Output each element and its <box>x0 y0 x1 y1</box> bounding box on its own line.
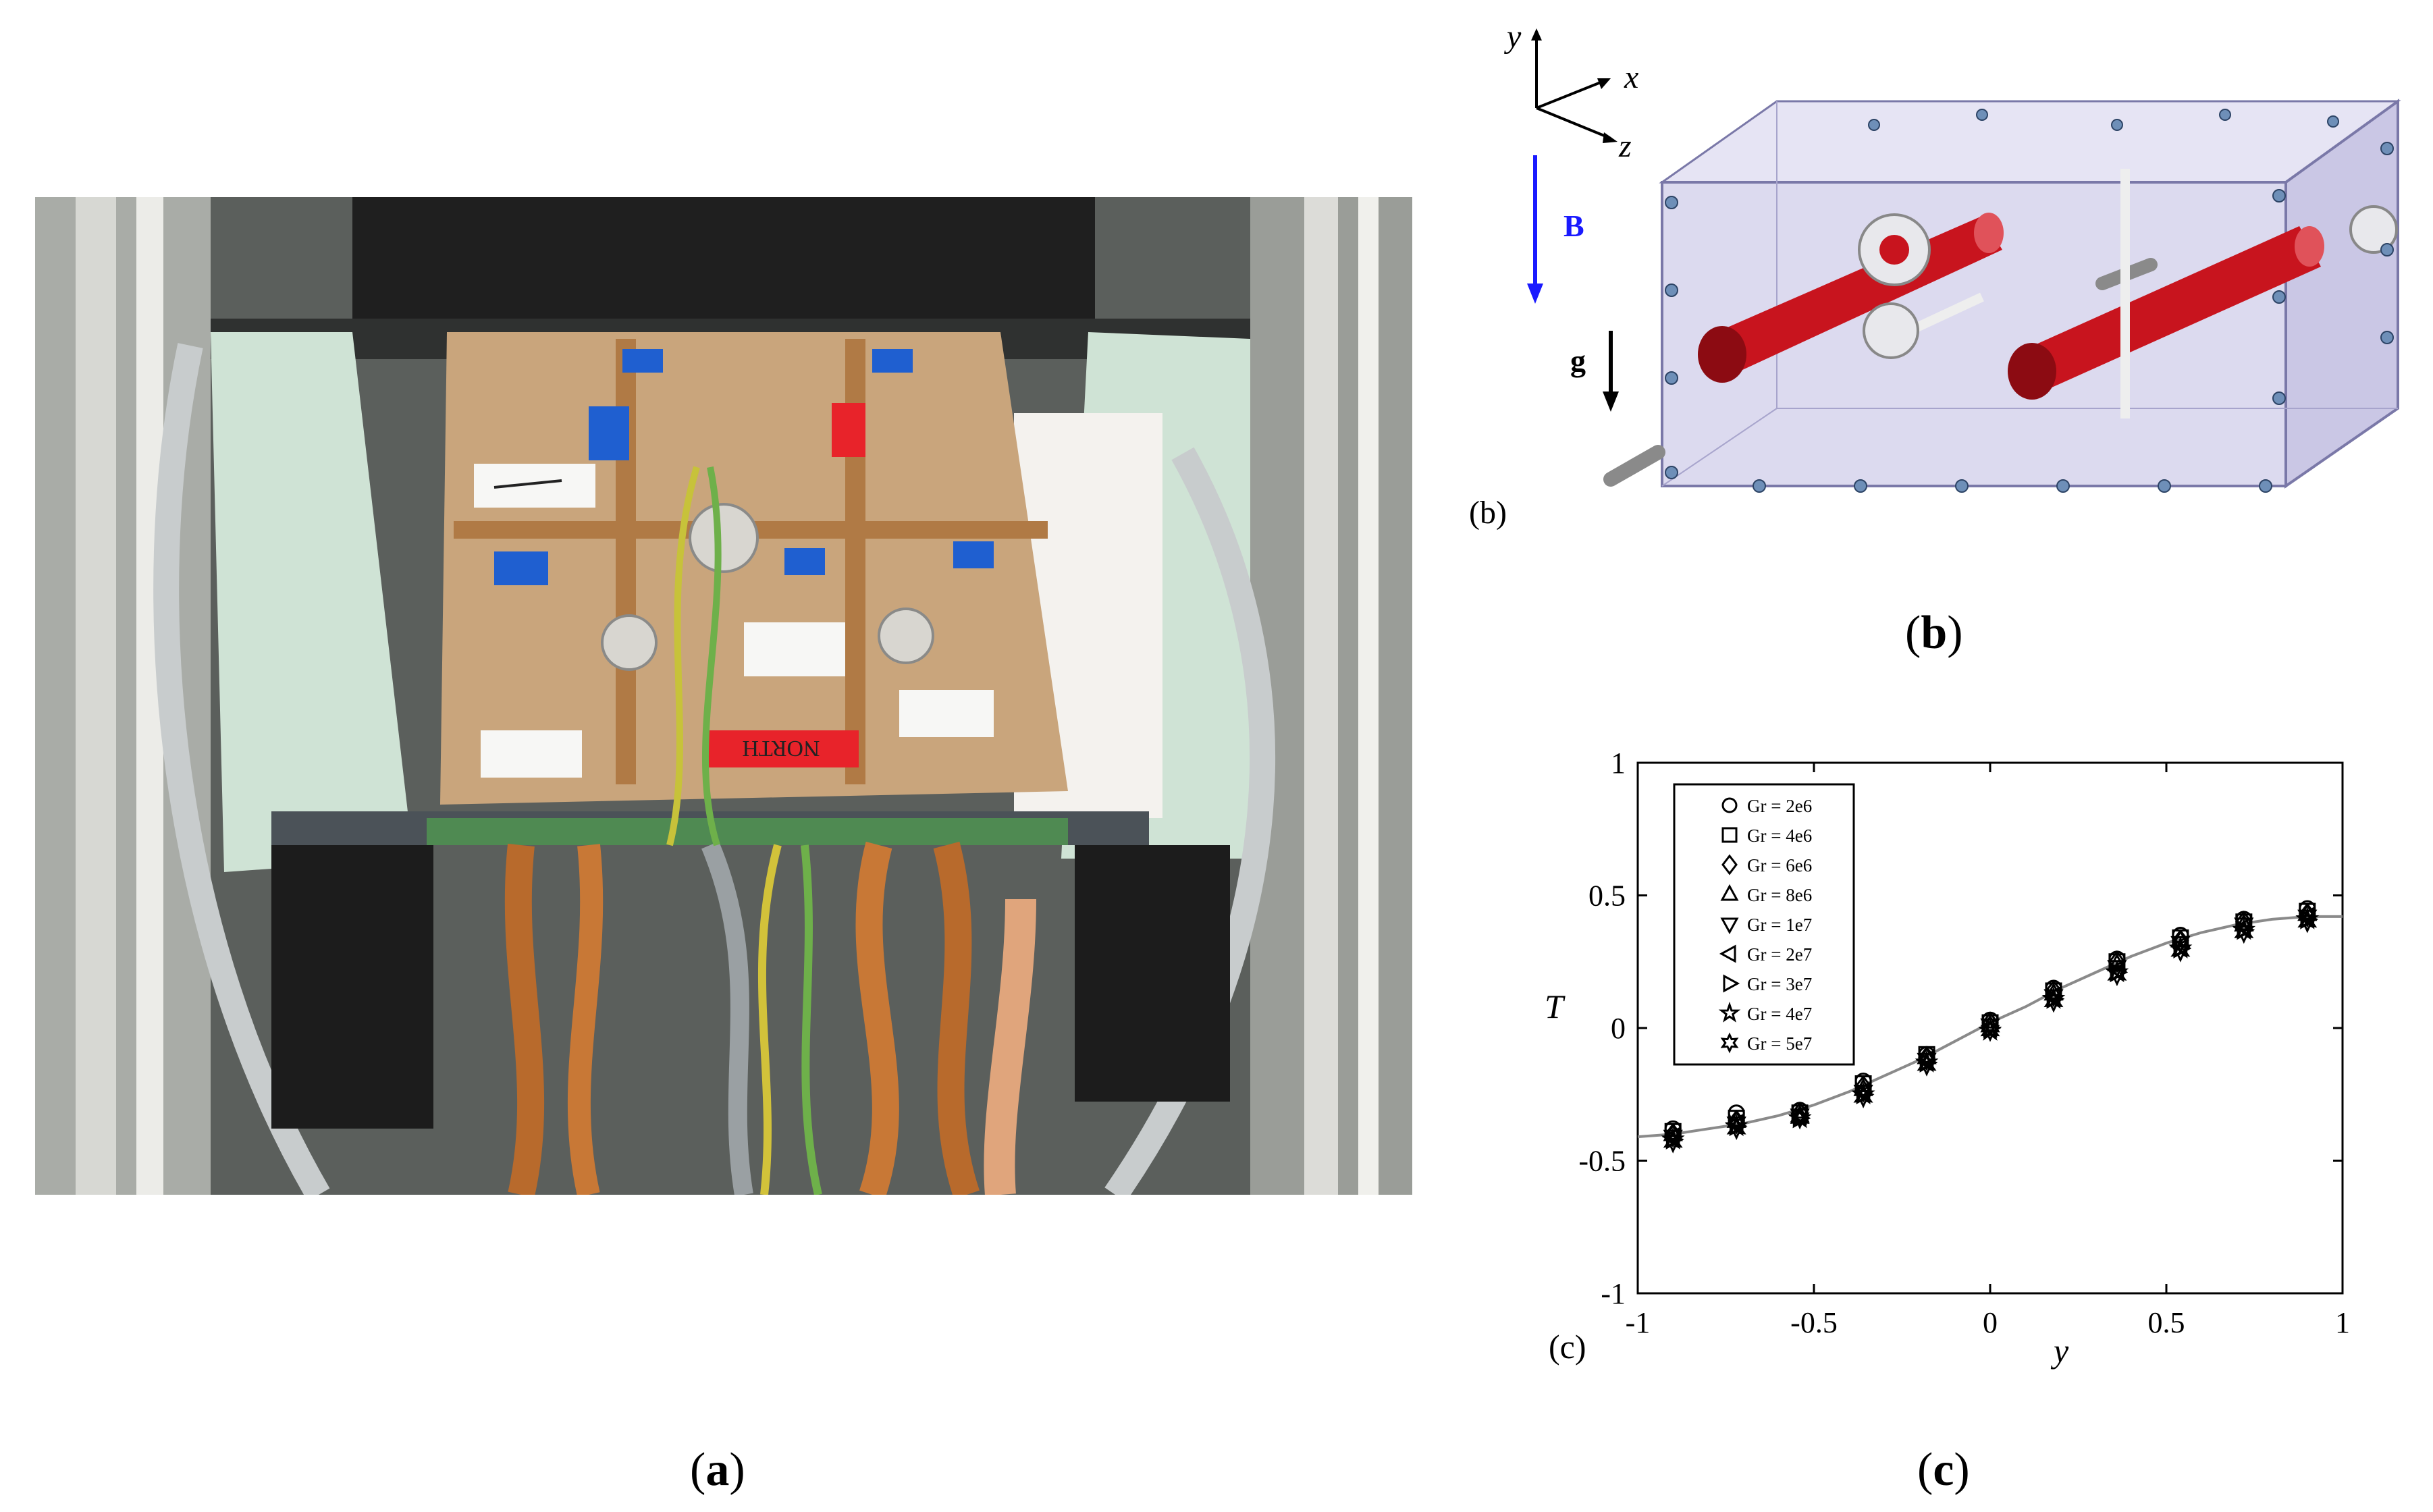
caption-a: (a) <box>690 1444 745 1496</box>
y-axis-label: T <box>1545 988 1566 1025</box>
legend-entry: Gr = 2e7 <box>1747 944 1812 965</box>
legend-marker-triangle-up <box>1720 884 1739 901</box>
gravity-arrow: g <box>1570 331 1619 412</box>
legend-marker-star5 <box>1718 1001 1741 1023</box>
legend-marker-square <box>1721 827 1738 843</box>
y-tick-label: 1 <box>1611 747 1626 780</box>
data-point-star6 <box>2170 940 2191 963</box>
legend-entry: Gr = 4e6 <box>1747 826 1812 846</box>
legend-entry: Gr = 6e6 <box>1747 855 1812 875</box>
data-point-star5 <box>2105 960 2129 983</box>
inner-label-c: (c) <box>1549 1328 1586 1366</box>
axis-label-z: z <box>1618 128 1632 164</box>
x-tick-label: 1 <box>2335 1306 2350 1339</box>
x-axis-label: y <box>2050 1332 2069 1370</box>
data-point-diamond <box>2108 950 2126 973</box>
enclosure-box <box>1659 99 2401 489</box>
data-point-star5 <box>1915 1050 1939 1073</box>
axes-triad: y x z <box>1503 19 1638 164</box>
data-point-star5 <box>2232 917 2256 940</box>
legend-marker-triangle-down <box>1720 917 1739 935</box>
data-point-star6 <box>1726 1117 1746 1141</box>
pcb-strip <box>427 818 1068 845</box>
data-point-star5 <box>1851 1081 1875 1105</box>
y-tick-label: -1 <box>1601 1277 1626 1310</box>
x-tick-label: -1 <box>1626 1306 1651 1339</box>
legend-entry: Gr = 2e6 <box>1747 796 1812 816</box>
legend-entry: Gr = 1e7 <box>1747 915 1812 935</box>
caption-b: (b) <box>1905 607 1963 659</box>
data-point-star6 <box>2297 911 2318 934</box>
legend-entry: Gr = 3e7 <box>1747 974 1812 994</box>
legend-marker-diamond <box>1721 854 1738 875</box>
data-point-triangle-up <box>1980 1014 2000 1033</box>
cad-panel-b: y x z B g <box>1469 14 2428 547</box>
data-point-star6 <box>1790 1106 1810 1130</box>
x-tick-label: -0.5 <box>1790 1306 1838 1339</box>
magnetic-field-arrow: B <box>1527 155 1584 304</box>
legend: Gr = 2e6 Gr = 4e6 Gr = 6e6 Gr = 8e6 Gr = 1e7… <box>1673 783 1855 1066</box>
legend-entry: Gr = 5e7 <box>1747 1033 1812 1054</box>
legend-entry: Gr = 4e7 <box>1747 1004 1812 1024</box>
data-point-star6 <box>1853 1085 1873 1108</box>
y-tick-label: 0 <box>1611 1012 1626 1045</box>
inner-label-b: (b) <box>1469 495 1507 531</box>
gravity-label: g <box>1570 344 1586 378</box>
data-point-star5 <box>2295 907 2320 929</box>
field-label: B <box>1563 209 1584 243</box>
data-point-star5 <box>1661 1127 1685 1150</box>
y-ticks: 1 0.5 0 -0.5 -1 <box>1578 747 2343 1310</box>
legend-marker-circle <box>1721 797 1738 813</box>
legend-marker-triangle-right <box>1723 974 1740 993</box>
x-tick-label: 0 <box>1983 1306 1998 1339</box>
x-ticks: -1 -0.5 0 0.5 1 <box>1626 763 2350 1339</box>
axis-label-y: y <box>1503 19 1522 55</box>
caption-c: (c) <box>1917 1444 1970 1496</box>
data-point-star6 <box>2234 921 2254 944</box>
left-foam <box>211 332 413 872</box>
data-point-star5 <box>1724 1114 1748 1137</box>
temperature-profile-chart: 1 0.5 0 -0.5 -1 -1 -0.5 0 0.5 1 Gr = 2e6 Gr = 4e6… <box>1545 747 2350 1370</box>
north-tag <box>703 730 859 767</box>
legend-box <box>1673 783 1855 1066</box>
axis-label-x: x <box>1624 59 1638 95</box>
y-tick-label: 0.5 <box>1588 880 1626 913</box>
legend-marker-triangle-left <box>1719 944 1736 963</box>
photo-illustration: NORTH <box>35 197 1412 1202</box>
data-point-star5 <box>2041 986 2066 1009</box>
data-point-star6 <box>2043 990 2064 1013</box>
north-tag-text: NORTH <box>742 736 820 761</box>
legend-marker-star6 <box>1720 1032 1739 1054</box>
legend-entry: Gr = 8e6 <box>1747 885 1812 905</box>
data-markers <box>1661 900 2320 1154</box>
data-point-star6 <box>1663 1131 1683 1154</box>
top-foam-block <box>352 197 1095 319</box>
data-point-star6 <box>2107 963 2127 987</box>
data-point-star6 <box>1980 1019 2000 1042</box>
data-point-star5 <box>2168 936 2193 959</box>
photo-panel-a: NORTH <box>35 197 1412 1202</box>
y-tick-label: -0.5 <box>1578 1145 1626 1178</box>
x-tick-label: 0.5 <box>2148 1306 2185 1339</box>
data-point-star6 <box>1917 1054 1937 1077</box>
plot-panel-c: 1 0.5 0 -0.5 -1 -1 -0.5 0 0.5 1 Gr = 2e6 Gr = 4e6… <box>1532 742 2430 1390</box>
